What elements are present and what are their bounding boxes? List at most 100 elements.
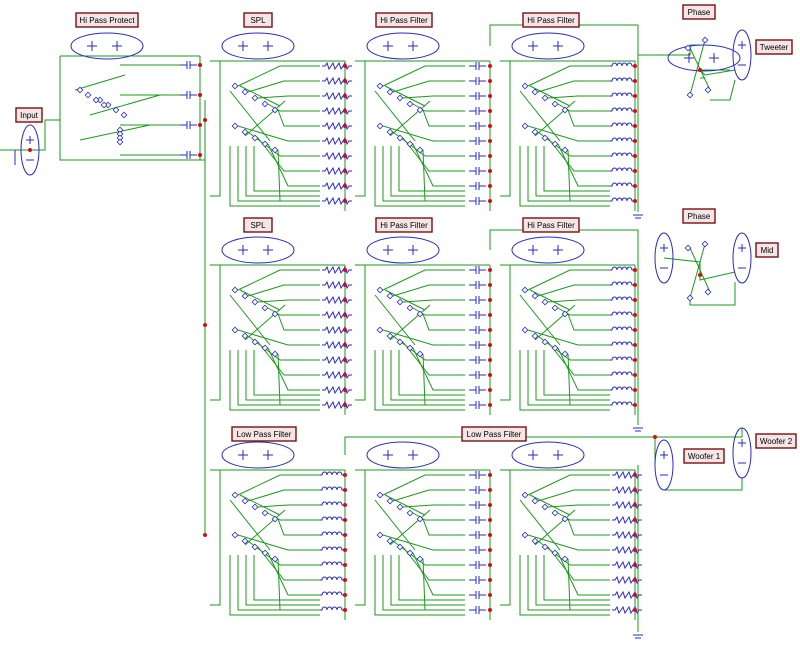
junction-node (488, 548, 492, 552)
rotary-switch-knob (366, 236, 440, 264)
switch-contact (701, 36, 709, 44)
switch-contact (386, 88, 394, 96)
resistor (322, 121, 352, 131)
inductor (610, 197, 634, 202)
wire (267, 552, 320, 596)
junction-node (488, 199, 492, 203)
junction-node (343, 533, 347, 537)
resistor (322, 325, 352, 335)
input-connector-symbol (20, 124, 40, 176)
rotary-switch-knob (221, 236, 295, 264)
wire (253, 350, 320, 396)
junction-node (488, 328, 492, 332)
switch-contact (241, 497, 249, 505)
wire (382, 146, 465, 202)
wire (257, 299, 320, 303)
inductor (610, 371, 634, 376)
components (14, 29, 752, 639)
switch-contact (521, 286, 529, 294)
svg-text:Tweeter: Tweeter (760, 43, 789, 52)
inductor (320, 576, 344, 581)
wire (245, 146, 320, 197)
wire (210, 469, 221, 606)
resistor (322, 166, 352, 176)
wire (412, 347, 465, 391)
switch-contact (416, 350, 424, 358)
wire (392, 80, 465, 93)
capacitor (469, 546, 486, 554)
wire (489, 229, 639, 262)
switch-contact (241, 537, 249, 545)
inductor (610, 167, 634, 172)
inductor (320, 606, 344, 611)
label-hi-pass-filter-top-2: Hi Pass Filter (522, 12, 580, 28)
junction-node (488, 563, 492, 567)
switch-contact (684, 244, 692, 252)
wire (237, 269, 320, 291)
wire (535, 146, 610, 197)
wire (389, 304, 431, 341)
switch-contact (704, 86, 712, 94)
capacitor (180, 151, 197, 159)
inductor (320, 591, 344, 596)
wire (567, 558, 610, 611)
wire (519, 146, 610, 207)
switch-contact (551, 509, 559, 517)
switch-contact (251, 543, 259, 551)
label-woofer-2: Woofer 2 (755, 433, 797, 449)
junction-node (488, 473, 492, 477)
wire (710, 79, 736, 101)
capacitor (469, 92, 486, 100)
junction-node (633, 313, 637, 317)
switch-contact (104, 101, 112, 109)
switch-contact (76, 86, 84, 94)
wire (392, 131, 465, 157)
switch-contact (704, 288, 712, 296)
junction-node (488, 298, 492, 302)
inductor (320, 501, 344, 506)
inductor (610, 386, 634, 391)
wire (245, 555, 320, 606)
wire (229, 555, 320, 616)
switch-contact (261, 100, 269, 108)
switch-contact (406, 304, 414, 312)
wire (402, 299, 465, 303)
wire (267, 103, 320, 112)
wire (567, 353, 610, 406)
wire (374, 294, 416, 346)
switch-contact (376, 531, 384, 539)
wire (527, 534, 610, 551)
junction-node (633, 343, 637, 347)
junction-node (343, 184, 347, 188)
switch-contact (271, 106, 279, 114)
capacitor (469, 386, 486, 394)
switch-contact (116, 130, 124, 138)
resistor (322, 91, 352, 101)
wire (422, 149, 465, 202)
wire (229, 90, 271, 142)
switch-contact (701, 240, 709, 248)
wire (557, 143, 610, 187)
switch-contact (261, 140, 269, 148)
ground-symbol (633, 427, 643, 432)
resistor (322, 370, 352, 380)
switch-contact (271, 515, 279, 523)
rotary-switch-knob (221, 32, 295, 60)
junction-node (633, 593, 637, 597)
label-hi-pass-filter-top-1: Hi Pass Filter (375, 12, 433, 28)
capacitor (180, 61, 197, 69)
switch-contact (521, 326, 529, 334)
wire (398, 350, 465, 396)
switch-contact (686, 91, 694, 99)
wire (392, 335, 465, 361)
junction-node (633, 139, 637, 143)
junction-node (488, 313, 492, 317)
switch-contact (231, 82, 239, 90)
junction-node (488, 533, 492, 537)
switch-contact (271, 350, 279, 358)
wire (402, 546, 465, 581)
wire (557, 552, 610, 596)
switch-contact (116, 138, 124, 146)
resistor (322, 400, 352, 410)
wire (277, 149, 320, 202)
